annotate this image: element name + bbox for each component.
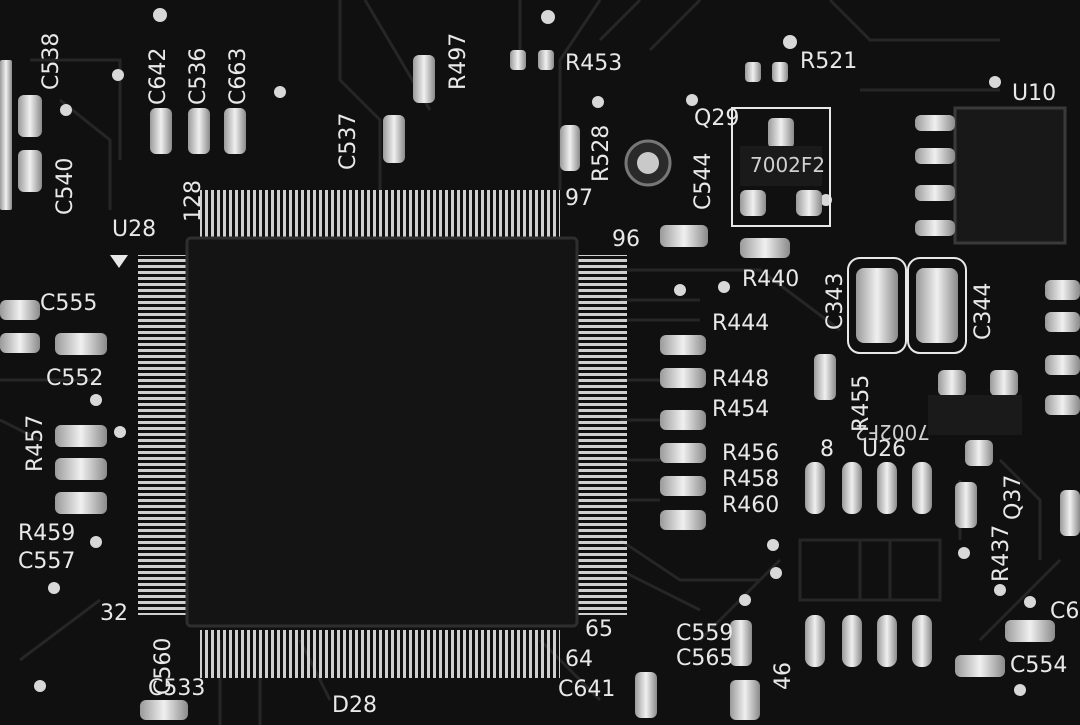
label-c557: C557 <box>18 549 75 574</box>
label-r459: R459 <box>18 521 75 546</box>
label-r521: R521 <box>800 49 857 74</box>
label-pin-96: 96 <box>612 227 640 252</box>
u28-qfp-chip <box>110 190 627 678</box>
label-c344: C344 <box>971 283 996 340</box>
label-r440: R440 <box>742 267 799 292</box>
label-c536: C536 <box>186 48 211 105</box>
label-d28: D28 <box>332 693 377 718</box>
label-c552: C552 <box>46 366 103 391</box>
label-c560: C560 <box>151 638 176 695</box>
label-r448: R448 <box>712 367 769 392</box>
label-r497: R497 <box>446 33 471 90</box>
label-q29: Q29 <box>694 106 739 131</box>
label-u28: U28 <box>112 217 156 242</box>
label-c559: C559 <box>676 621 733 646</box>
label-c343: C343 <box>823 273 848 330</box>
label-46: 46 <box>771 662 796 690</box>
passive-pads <box>0 50 1080 720</box>
label-pin-64: 64 <box>565 647 593 672</box>
label-r454: R454 <box>712 397 769 422</box>
label-c565: C565 <box>676 646 733 671</box>
u26-chip <box>805 462 932 667</box>
q37-marking: 7002F2 <box>855 420 930 444</box>
label-c540: C540 <box>53 158 78 215</box>
label-c544: C544 <box>691 153 716 210</box>
label-c537: C537 <box>336 113 361 170</box>
silkscreen-labels: U28 128 32 96 97 65 64 U10 U26 8 Q29 700… <box>18 33 1079 718</box>
label-u10: U10 <box>1012 81 1056 106</box>
label-c641: C641 <box>558 677 615 702</box>
label-pin-97: 97 <box>565 186 593 211</box>
label-q37: Q37 <box>1001 475 1026 520</box>
label-r453: R453 <box>565 51 622 76</box>
q29-transistor <box>731 107 831 227</box>
label-r455: R455 <box>849 375 874 432</box>
u10-chip <box>915 76 1067 245</box>
label-c533: C533 <box>148 676 205 701</box>
label-c663: C663 <box>226 48 251 105</box>
label-c6: C6 <box>1050 599 1079 624</box>
label-r528: R528 <box>589 125 614 182</box>
label-c642: C642 <box>146 48 171 105</box>
label-r458: R458 <box>722 467 779 492</box>
label-c538: C538 <box>39 33 64 90</box>
q29-marking: 7002F2 <box>750 153 825 177</box>
label-c555: C555 <box>40 291 97 316</box>
label-r437: R437 <box>989 525 1014 582</box>
label-u26-pin: 8 <box>820 437 834 462</box>
label-pin-32: 32 <box>100 601 128 626</box>
label-pin-128: 128 <box>181 180 206 222</box>
large-capacitors <box>847 257 967 354</box>
label-r456: R456 <box>722 441 779 466</box>
label-r444: R444 <box>712 311 769 336</box>
label-r457: R457 <box>23 415 48 472</box>
label-u26: U26 <box>862 437 906 462</box>
q37-transistor <box>928 370 1022 466</box>
label-pin-65: 65 <box>585 617 613 642</box>
label-c554: C554 <box>1010 653 1067 678</box>
label-r460: R460 <box>722 493 779 518</box>
